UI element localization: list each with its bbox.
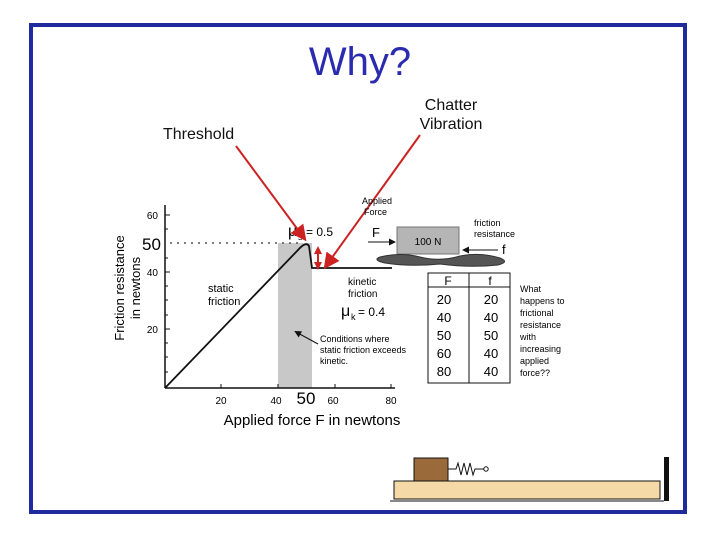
table-cell: 40 — [437, 310, 451, 325]
y-tick-20: 20 — [147, 325, 159, 336]
question-line: happens to — [520, 296, 565, 306]
static-exceeds-kinetic-region — [278, 243, 312, 388]
conditions-line3: kinetic. — [320, 356, 348, 366]
conditions-line2: static friction exceeds — [320, 345, 407, 355]
applied-force-line1: Applied — [362, 196, 392, 206]
threshold-label: Threshold — [163, 126, 235, 143]
conditions-line1: Conditions where — [320, 334, 390, 344]
table-cell: 50 — [484, 328, 498, 343]
x-tick-marks — [220, 384, 392, 388]
sliding-block — [413, 457, 449, 482]
spring-end-icon — [483, 466, 489, 472]
x-tick-80: 80 — [385, 396, 397, 407]
x-tick-20: 20 — [215, 396, 227, 407]
table-cell: 40 — [484, 346, 498, 361]
y-tick-marks — [165, 214, 170, 373]
block-100n — [396, 226, 460, 255]
spring-icon — [448, 461, 484, 477]
wall — [664, 457, 669, 501]
table-header-F: F — [444, 274, 451, 288]
slide-title: Why? — [308, 40, 412, 84]
y-tick-40: 40 — [147, 268, 159, 279]
static-label-line2: friction — [208, 296, 240, 308]
question-line: What — [520, 284, 542, 294]
table-cell: 20 — [484, 292, 498, 307]
chatter-arrow — [323, 134, 421, 270]
mu-k-symbol: μ — [341, 303, 350, 320]
static-label-line1: static — [208, 283, 234, 295]
y-highlight-50: 50 — [142, 235, 161, 254]
table-cell: 20 — [437, 292, 451, 307]
friction-symbol: f — [502, 242, 506, 257]
question-line: frictional — [520, 308, 554, 318]
x-tick-60: 60 — [327, 396, 339, 407]
kinetic-label-line2: friction — [348, 289, 377, 300]
y-axis-label-line2: in newtons — [128, 256, 143, 319]
table-cell: 50 — [437, 328, 451, 343]
block-weight-label: 100 N — [415, 237, 442, 248]
conditions-pointer-arrow — [294, 331, 319, 345]
mu-k-sub: k — [351, 312, 356, 322]
question-line: resistance — [520, 320, 561, 330]
table-header-f: f — [488, 274, 492, 288]
table-cell: 60 — [437, 346, 451, 361]
chatter-label: Chatter Vibration — [408, 96, 494, 134]
question-line: increasing — [520, 344, 561, 354]
y-axis-label-line1: Friction resistance — [112, 235, 127, 340]
x-highlight-50: 50 — [297, 389, 316, 408]
x-axis-label: Applied force F in newtons — [224, 412, 401, 429]
threshold-arrow — [235, 145, 307, 242]
chatter-line1: Chatter — [424, 97, 478, 114]
chatter-line2: Vibration — [419, 116, 483, 133]
sliding-surface — [393, 480, 661, 500]
chatter-gap-arrowhead-top — [314, 246, 322, 254]
force-symbol: F — [372, 225, 380, 240]
question-line: with — [519, 332, 536, 342]
table-cell: 80 — [437, 364, 451, 379]
question-line: force?? — [520, 368, 550, 378]
question-line: applied — [520, 356, 549, 366]
kinetic-label-line1: kinetic — [348, 277, 376, 288]
friction-resistance-line2: resistance — [474, 229, 515, 239]
mu-k-value: = 0.4 — [358, 305, 385, 319]
rough-surface — [376, 253, 505, 267]
applied-force-line2: Force — [364, 207, 387, 217]
table-cell: 40 — [484, 310, 498, 325]
friction-resistance-line1: friction — [474, 218, 501, 228]
table-cell: 40 — [484, 364, 498, 379]
x-tick-40: 40 — [270, 396, 282, 407]
y-tick-60: 60 — [147, 211, 159, 222]
static-friction-curve — [164, 243, 392, 389]
chatter-gap-arrowhead-bottom — [314, 262, 322, 270]
force-table — [427, 272, 511, 384]
mu-s-value: = 0.5 — [306, 225, 333, 239]
slide-frame — [29, 23, 687, 514]
